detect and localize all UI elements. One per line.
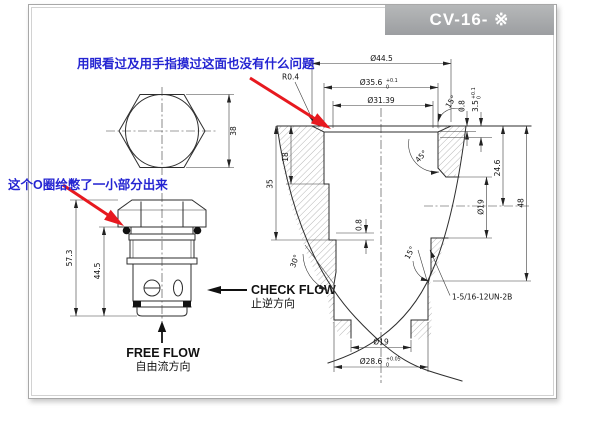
dim-angle-30: 30° [288,253,301,269]
dim-thread-spec: 1-5/16-12UN-2B [452,293,512,302]
check-flow-label: CHECK FLOW [251,283,336,297]
dim-step-top: 0.8 [458,100,467,112]
dim-dia-spotface: Ø44.5 [370,54,393,63]
free-flow-label-zh: 自由流方向 [136,359,191,373]
dim-hex-across-flats: 38 [229,126,238,136]
dim-dia-gland-tol-lo: 0 [386,85,389,91]
o-ring-left [122,226,131,235]
dim-gland-depth-tol-hi: +0.1 [471,87,477,99]
dim-dia-port: Ø19 [477,199,486,215]
seal-right [183,301,191,307]
dim-gland-depth-tol-lo: 0 [477,96,483,99]
dim-body-length: 44.5 [93,262,102,279]
dim-dia-counterbore: Ø28.6 [360,357,383,366]
dim-overall-length: 57.3 [65,249,74,266]
annotation-note-left: 这个O圈给憋了一小部分出来 [8,178,168,192]
free-flow-label: FREE FLOW [126,346,200,360]
dim-dia-bottom-hole: Ø19 [373,338,389,347]
hex-top-view: 38 [106,87,238,175]
dim-corner-radius: R0.4 [282,73,299,82]
free-flow-arrow-icon [157,321,167,332]
dim-dia-gland-tol-hi: +0.1 [386,78,398,84]
valve-side-view: 57.3 44.5 [65,193,207,333]
check-flow-arrow-icon [207,286,221,294]
section-view: Ø44.5 Ø35.6 +0.1 0 Ø31.39 R0.4 15° 0.8 3… [266,54,532,383]
red-arrow-left-icon [62,183,124,226]
annotation-note-top: 用眼看过及用手指摸过这面也没有什么问题 [77,57,315,71]
dim-chamfer-bottom: 15° [403,245,417,261]
dim-dia-counterbore-tol-lo: 0 [386,363,389,369]
dim-step-mid: 0.8 [355,219,364,231]
dim-dia-thread-bore: Ø31.39 [367,96,395,105]
o-ring-right [193,226,202,235]
seal-left [133,301,141,307]
dim-gland-depth: 3.5 [471,100,480,112]
red-arrow-top-icon [249,76,331,129]
dim-depth-18: 18 [281,152,290,162]
dim-chamfer-top: 15° [444,93,459,109]
dim-angle-45: 45° [413,148,429,164]
dim-port-depth: 24.6 [493,159,502,176]
check-flow-label-zh: 止逆方向 [251,296,295,310]
dim-depth-48: 48 [517,198,526,208]
dim-dia-counterbore-tol-hi: +0.05 [386,357,401,363]
dim-dia-gland: Ø35.6 [360,78,383,87]
title-bar: CV-16- ※ [385,5,554,35]
flow-labels: CHECK FLOW 止逆方向 FREE FLOW 自由流方向 [126,283,336,373]
dim-depth-35: 35 [266,179,275,189]
model-title: CV-16- ※ [429,10,510,29]
